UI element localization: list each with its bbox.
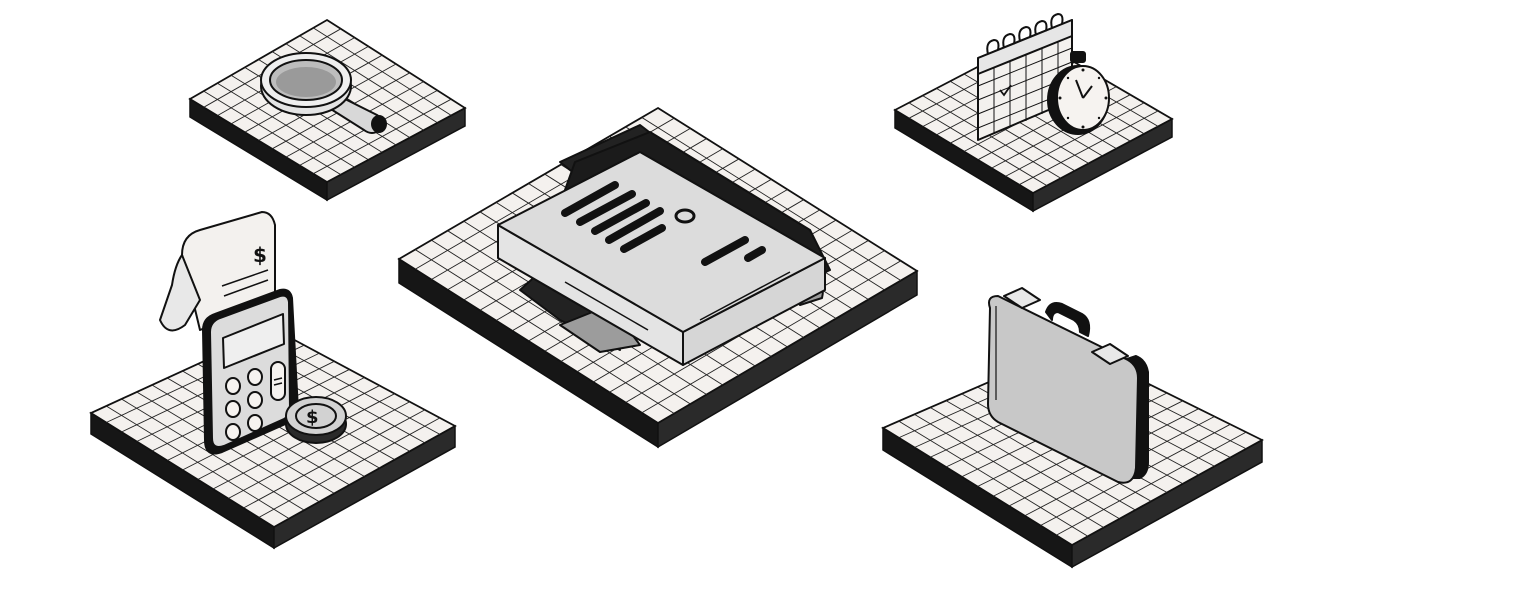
document-stack-icon xyxy=(497,124,831,366)
briefcase-icon xyxy=(987,287,1149,484)
calculator-icon xyxy=(202,288,299,455)
receipt-dollar-sign: $ xyxy=(253,243,267,267)
coin-dollar-sign: $ xyxy=(306,407,319,428)
coin-icon: $ xyxy=(285,396,347,444)
stopwatch-icon xyxy=(1047,51,1110,135)
magnifying-glass-icon xyxy=(260,52,387,134)
